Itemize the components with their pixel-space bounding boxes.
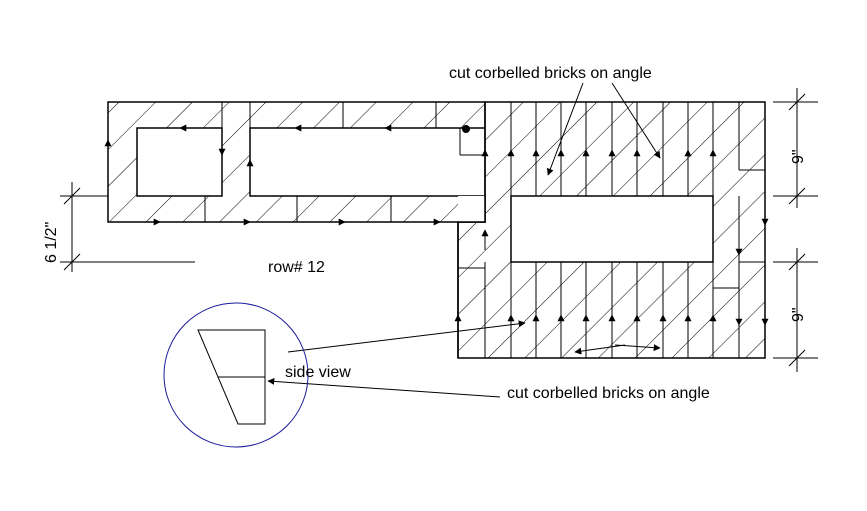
label-row-number: row# 12 xyxy=(268,259,325,276)
left-masonry xyxy=(107,101,486,223)
junction-dot xyxy=(462,125,470,133)
dimension-left xyxy=(60,182,195,272)
right-masonry xyxy=(457,101,766,359)
corbel-up-arrows xyxy=(507,149,717,325)
label-side-view: side view xyxy=(285,364,351,381)
label-cut-bricks-bottom: cut corbelled bricks on angle xyxy=(507,385,710,402)
corbelled-brick-joints-top xyxy=(510,102,765,196)
label-dim-right-bottom: 9" xyxy=(790,307,807,322)
side-view-detail xyxy=(163,302,309,448)
flow-arrows xyxy=(104,124,769,335)
side-view-circle xyxy=(163,302,309,448)
dimension-right xyxy=(773,88,818,372)
side-view-brick xyxy=(197,329,266,425)
label-dim-right-top: 9" xyxy=(790,149,807,164)
left-brick-joints xyxy=(204,102,485,222)
leader-lines xyxy=(267,82,661,398)
label-dim-left: 6 1/2" xyxy=(43,222,60,263)
corbelled-brick-joints-bottom xyxy=(458,196,765,358)
label-cut-bricks-top: cut corbelled bricks on angle xyxy=(449,65,652,82)
